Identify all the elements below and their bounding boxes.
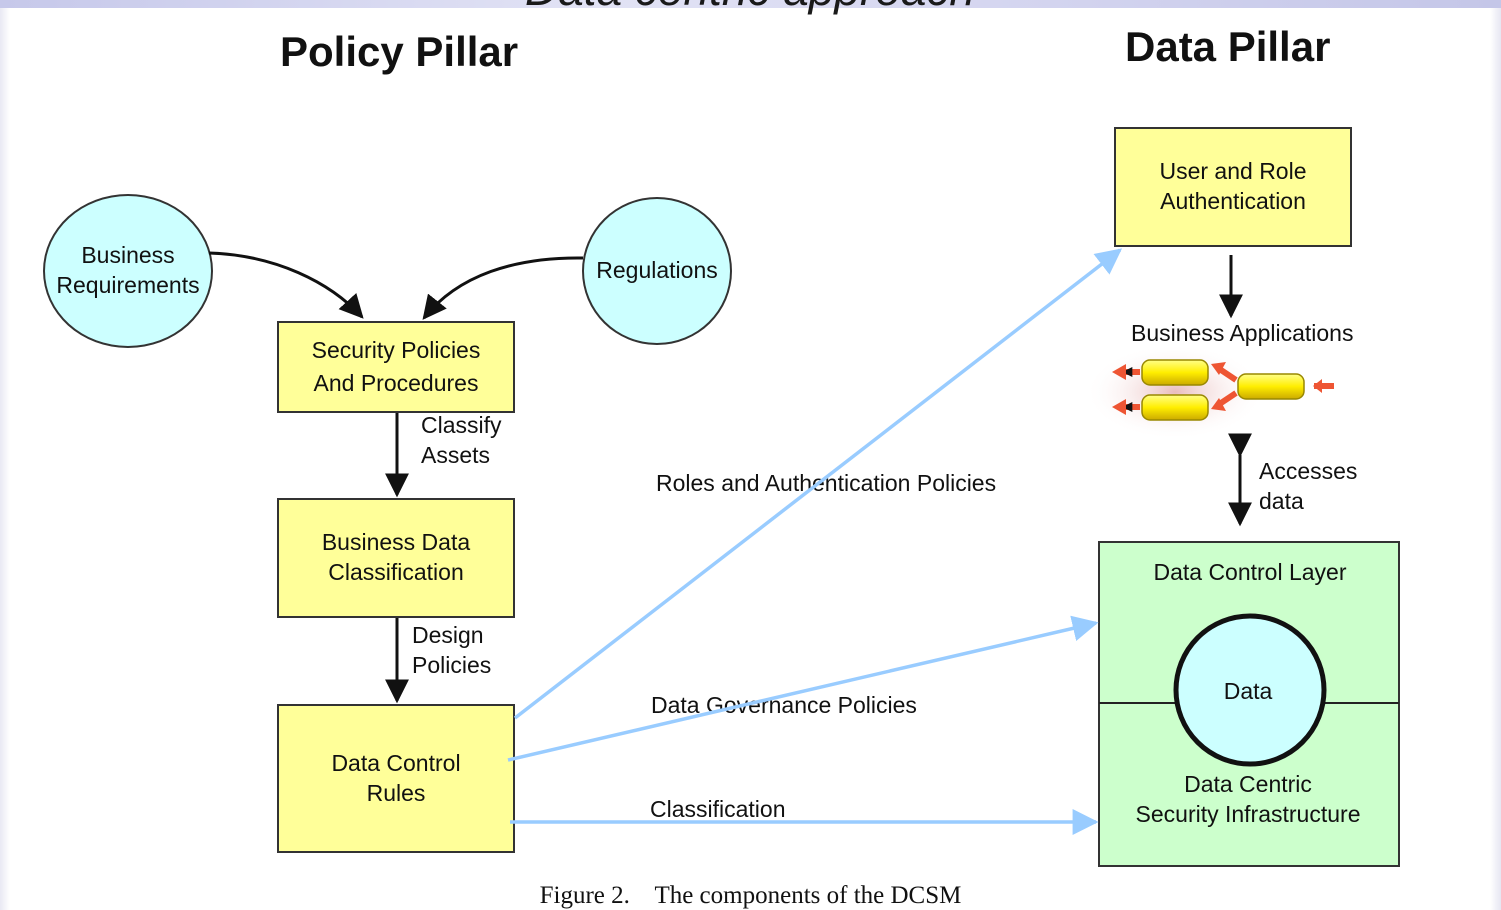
data-governance-flow-arrow (507, 615, 1099, 762)
data-circle (1173, 613, 1327, 767)
user-role-auth-box: User and Role Authentication (1114, 127, 1352, 247)
data-control-rules-box: Data Control Rules (277, 704, 515, 853)
user-role-auth-label: User and Role Authentication (1159, 158, 1307, 214)
business-requirements-arrow (208, 251, 364, 319)
regulations-arrow (422, 256, 584, 320)
regulations-label: Regulations (596, 257, 718, 284)
figure-caption: Figure 2. The components of the DCSM (539, 882, 962, 909)
roles-auth-policies-label: Roles and Authentication Policies (656, 470, 997, 496)
business-requirements-label: Business Requirements (56, 242, 200, 298)
business-data-classification-label: Business Data Classification (321, 529, 471, 585)
slide-top-band (0, 0, 1501, 8)
regulations-circle: Regulations (582, 197, 732, 345)
data-pillar-title: Data Pillar (1125, 23, 1331, 70)
security-policies-label: Security Policies And Procedures (311, 336, 481, 396)
data-control-rules-label: Data Control Rules (331, 749, 461, 806)
classification-label: Classification (650, 796, 786, 822)
business-applications-icon (1085, 344, 1334, 440)
slide-title: Data centric approach (440, 0, 1060, 16)
classify-assets-label: Classify Assets (421, 412, 502, 468)
dcsi-label: Data Centric Security Infrastructure (1135, 771, 1361, 827)
business-requirements-circle: Business Requirements (43, 194, 213, 348)
data-control-layer-label: Data Control Layer (1153, 559, 1347, 585)
roles-auth-flow-arrow (513, 248, 1123, 720)
accesses-data-label: Accesses data (1259, 458, 1358, 514)
design-policies-label: Design Policies (412, 622, 492, 678)
security-policies-box: Security Policies And Procedures (277, 321, 515, 413)
business-data-classification-box: Business Data Classification (277, 498, 515, 618)
business-applications-label: Business Applications (1131, 320, 1354, 346)
data-circle-label: Data (1224, 678, 1273, 704)
policy-pillar-title: Policy Pillar (280, 28, 519, 75)
